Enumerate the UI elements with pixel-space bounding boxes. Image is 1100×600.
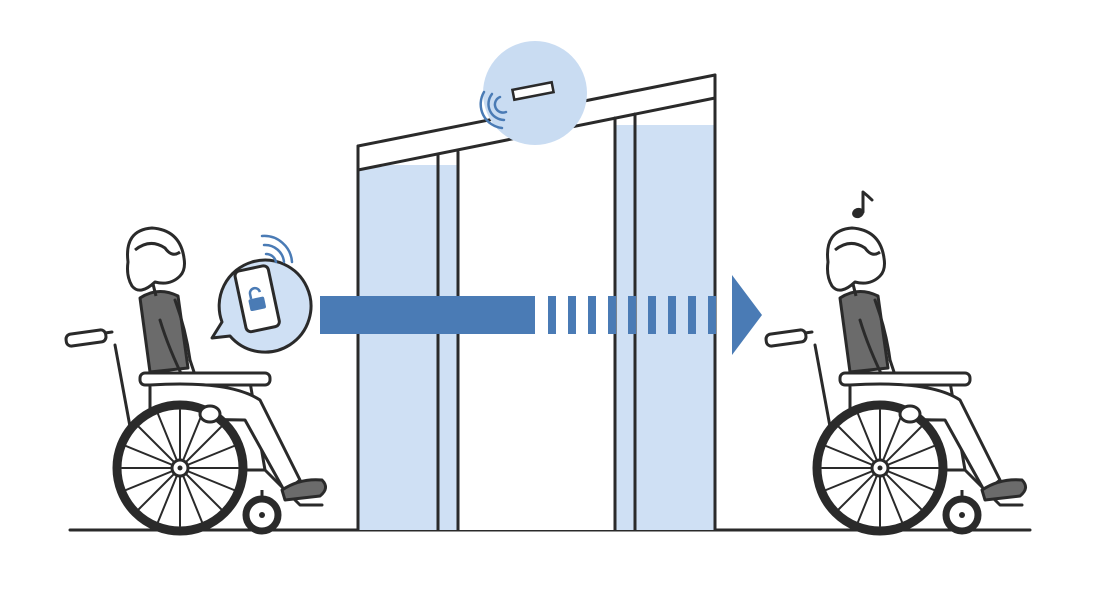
- door-left-glass: [358, 165, 458, 530]
- speech-bubble: [210, 234, 313, 354]
- door-opening: [458, 125, 615, 530]
- direction-arrow-icon: [320, 275, 762, 355]
- smartphone-unlock-icon: [233, 264, 281, 334]
- automatic-door: [356, 41, 717, 532]
- wireless-signal-icon: [260, 234, 294, 264]
- door-sensor-icon: [510, 80, 556, 102]
- person-in-wheelchair-after-door: [765, 228, 1025, 531]
- sensor-signal-icon: [479, 90, 508, 130]
- door-sensor: [479, 41, 587, 145]
- music-note-icon: [852, 190, 874, 219]
